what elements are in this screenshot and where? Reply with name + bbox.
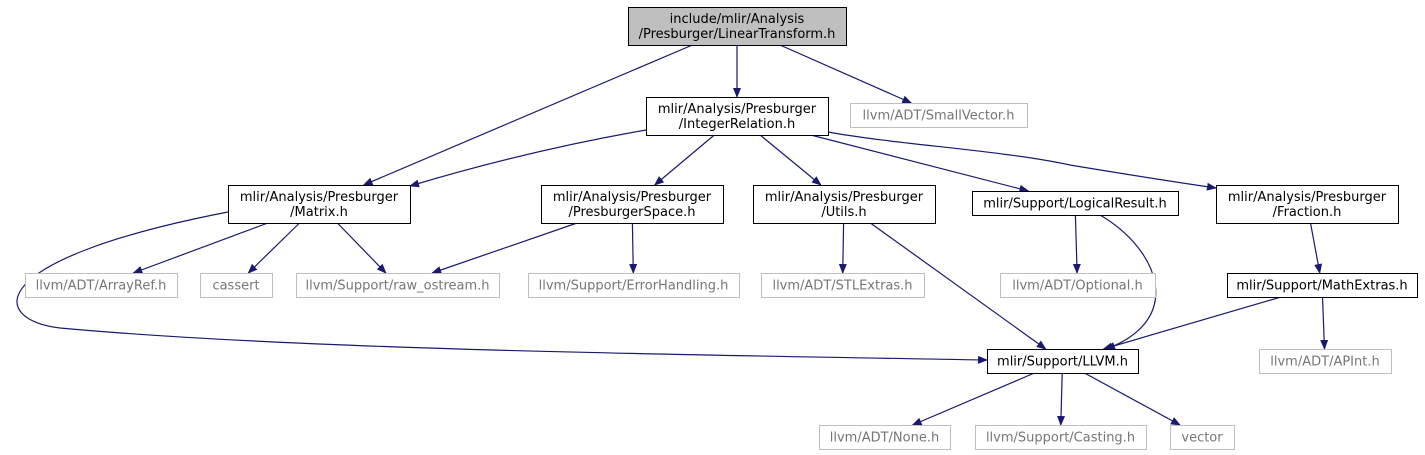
edge-utils-to-stl-extras: [838, 222, 847, 274]
node-none[interactable]: llvm/ADT/None.h: [819, 425, 951, 450]
node-label-line: mlir/Support/LogicalResult.h: [983, 197, 1166, 212]
node-error-handling[interactable]: llvm/Support/ErrorHandling.h: [528, 273, 740, 298]
node-utils[interactable]: mlir/Analysis/Presburger/Utils.h: [753, 185, 936, 224]
node-label-line: /PresburgerSpace.h: [568, 205, 695, 220]
nodes-layer: include/mlir/Analysis/Presburger/LinearT…: [25, 7, 1418, 450]
node-label-line: mlir/Analysis/Presburger: [240, 190, 399, 205]
node-label-line: llvm/ADT/SmallVector.h: [863, 109, 1015, 124]
node-label-line: llvm/ADT/None.h: [830, 431, 939, 446]
node-label-line: llvm/Support/raw_ostream.h: [305, 279, 489, 294]
node-stl-extras[interactable]: llvm/ADT/STLExtras.h: [761, 273, 925, 298]
node-cassert[interactable]: cassert: [200, 273, 273, 298]
edge-root-to-small-vector: [779, 44, 913, 104]
node-box: [200, 273, 273, 298]
node-box: [1216, 185, 1399, 224]
node-box: [753, 185, 936, 224]
node-matrix[interactable]: mlir/Analysis/Presburger/Matrix.h: [228, 185, 411, 224]
edge-matrix-to-array-ref: [132, 222, 269, 274]
node-llvm-h[interactable]: mlir/Support/LLVM.h: [987, 349, 1139, 374]
node-box: [850, 103, 1028, 128]
node-optional[interactable]: llvm/ADT/Optional.h: [1000, 273, 1156, 298]
node-label-line: /Fraction.h: [1273, 205, 1342, 220]
node-label-line: llvm/Support/ErrorHandling.h: [539, 279, 729, 294]
node-label-line: mlir/Analysis/Presburger: [1228, 190, 1387, 205]
node-logical-result[interactable]: mlir/Support/LogicalResult.h: [972, 191, 1179, 216]
node-math-extras[interactable]: mlir/Support/MathExtras.h: [1227, 273, 1418, 298]
node-box: [541, 185, 724, 224]
node-label-line: llvm/ADT/ArrayRef.h: [36, 279, 167, 294]
node-label-line: mlir/Support/MathExtras.h: [1236, 279, 1407, 294]
node-box: [646, 97, 829, 136]
edge-llvm-h-to-vector: [1084, 372, 1181, 426]
node-array-ref[interactable]: llvm/ADT/ArrayRef.h: [25, 273, 178, 298]
node-small-vector[interactable]: llvm/ADT/SmallVector.h: [850, 103, 1028, 128]
node-label-line: cassert: [212, 279, 259, 294]
node-box: [1170, 425, 1235, 450]
node-label-line: /Utils.h: [821, 205, 866, 220]
node-box: [972, 191, 1179, 216]
node-label-line: vector: [1181, 431, 1223, 446]
node-box: [628, 7, 847, 46]
node-root[interactable]: include/mlir/Analysis/Presburger/LinearT…: [628, 7, 847, 46]
node-vector[interactable]: vector: [1170, 425, 1235, 450]
node-label-line: llvm/ADT/STLExtras.h: [772, 279, 912, 294]
node-box: [228, 185, 411, 224]
node-label-line: llvm/Support/Casting.h: [986, 431, 1135, 446]
edge-root-to-matrix: [362, 44, 693, 186]
edge-presburger-space-to-raw-ostream: [431, 222, 578, 274]
edge-presburger-space-to-error-handling: [629, 222, 638, 274]
edge-llvm-h-to-casting: [1057, 372, 1066, 426]
node-integer-relation[interactable]: mlir/Analysis/Presburger/IntegerRelation…: [646, 97, 829, 136]
edge-integer-relation-to-logical-result: [810, 134, 1030, 193]
node-box: [25, 273, 178, 298]
edge-integer-relation-to-presburger-space: [653, 134, 715, 186]
edge-llvm-h-to-none: [911, 372, 1035, 426]
node-box: [975, 425, 1147, 450]
node-box: [1000, 273, 1156, 298]
node-label-line: /Matrix.h: [290, 205, 348, 220]
node-label-line: llvm/ADT/APInt.h: [1270, 355, 1379, 370]
node-label-line: mlir/Analysis/Presburger: [765, 190, 924, 205]
node-box: [1227, 273, 1418, 298]
node-box: [1259, 349, 1392, 374]
node-label-line: mlir/Support/LLVM.h: [997, 355, 1128, 370]
edge-utils-to-llvm-h: [870, 222, 1047, 350]
node-label-line: /Presburger/LinearTransform.h: [639, 27, 836, 42]
edge-integer-relation-to-matrix: [409, 129, 647, 188]
node-fraction[interactable]: mlir/Analysis/Presburger/Fraction.h: [1216, 185, 1399, 224]
node-presburger-space[interactable]: mlir/Analysis/Presburger/PresburgerSpace…: [541, 185, 724, 224]
node-box: [528, 273, 740, 298]
node-raw-ostream[interactable]: llvm/Support/raw_ostream.h: [296, 273, 500, 298]
edge-fraction-to-math-extras: [1309, 222, 1323, 274]
edge-integer-relation-to-utils: [759, 134, 822, 186]
node-box: [296, 273, 500, 298]
edge-matrix-to-raw-ostream: [336, 222, 387, 274]
node-label-line: include/mlir/Analysis: [670, 12, 805, 27]
edge-math-extras-to-apint: [1320, 296, 1329, 350]
node-label-line: mlir/Analysis/Presburger: [658, 102, 817, 117]
node-label-line: mlir/Analysis/Presburger: [553, 190, 712, 205]
node-label-line: /IntegerRelation.h: [679, 117, 795, 132]
node-box: [819, 425, 951, 450]
node-box: [987, 349, 1139, 374]
edge-matrix-to-cassert: [247, 222, 300, 274]
node-box: [761, 273, 925, 298]
edge-math-extras-to-llvm-h: [1102, 296, 1282, 351]
edge-integer-relation-to-fraction: [827, 131, 1217, 191]
node-label-line: llvm/ADT/Optional.h: [1012, 279, 1143, 294]
edge-matrix-to-llvm-h: [16, 211, 988, 364]
edge-logical-result-to-optional: [1072, 214, 1081, 274]
node-casting[interactable]: llvm/Support/Casting.h: [975, 425, 1147, 450]
node-apint[interactable]: llvm/ADT/APInt.h: [1259, 349, 1392, 374]
